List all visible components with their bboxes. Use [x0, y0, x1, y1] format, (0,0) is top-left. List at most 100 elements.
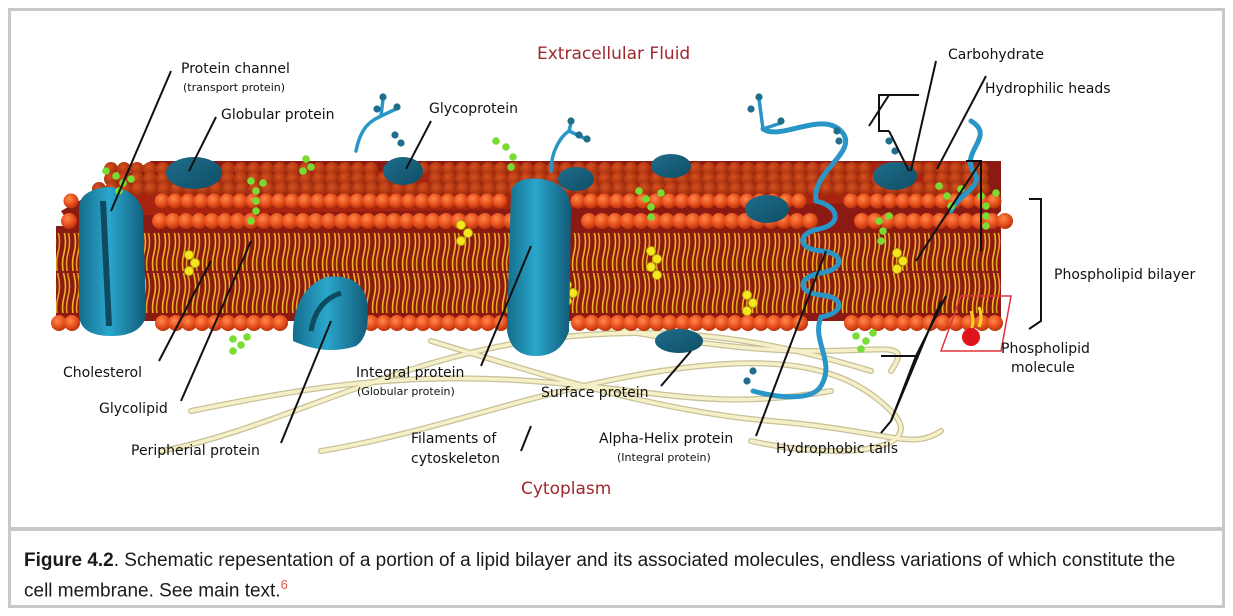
glyco-bead	[982, 222, 990, 230]
phospholipid-head	[144, 182, 158, 196]
glyco-bead	[302, 155, 310, 163]
glyco-bead	[642, 195, 650, 203]
phospholipid-head	[168, 194, 183, 209]
phospholipid-molecule-label-2: molecule	[1011, 360, 1075, 376]
phospholipid-head	[428, 194, 443, 209]
phospholipid-head	[610, 194, 625, 209]
integral-protein-label: Integral protein	[356, 365, 464, 381]
phospholipid-head	[131, 182, 145, 196]
phospholipid-head	[987, 315, 1003, 331]
cholesterol-label: Cholesterol	[63, 365, 142, 381]
glyco-bead	[657, 189, 665, 197]
glyco-bead	[252, 207, 260, 215]
phospholipid-head	[597, 194, 612, 209]
glycoprotein-body	[383, 157, 423, 185]
glyco-bead	[647, 203, 655, 211]
carbohydrate-bead	[567, 117, 574, 124]
phospholipid-head	[571, 194, 586, 209]
phospholipid-head	[802, 213, 818, 229]
phospholipid-head	[467, 194, 482, 209]
phospholipid-head	[922, 194, 937, 209]
phospholipid-head	[220, 194, 235, 209]
carbohydrate-bead	[391, 131, 398, 138]
glyco-bead	[635, 187, 643, 195]
glyco-bead	[875, 217, 883, 225]
carbohydrate-chains	[356, 99, 781, 171]
integral-protein	[507, 179, 571, 357]
phospholipid-head	[363, 194, 378, 209]
carbohydrate-bead	[777, 117, 784, 124]
phospholipid-head	[194, 194, 209, 209]
carbohydrate-bead	[743, 377, 750, 384]
phospholipid-head	[155, 194, 170, 209]
glyco-bead	[102, 167, 110, 175]
phospholipid-head	[623, 194, 638, 209]
glyco-bead	[885, 212, 893, 220]
phospholipid-head	[389, 194, 404, 209]
glyco-bead	[992, 189, 1000, 197]
surface-protein-bottom	[655, 329, 703, 353]
peripherial-protein-label: Peripherial protein	[131, 443, 260, 459]
glyco-bead	[307, 163, 315, 171]
glyco-bead	[229, 347, 237, 355]
hydrophilic-heads-label: Hydrophilic heads	[985, 81, 1111, 97]
carbohydrate-bead	[755, 93, 762, 100]
glyco-bead	[252, 197, 260, 205]
phospholipid-head	[61, 213, 77, 229]
glyco-bead	[982, 212, 990, 220]
phospholipid-head	[259, 194, 274, 209]
glyco-bead	[879, 227, 887, 235]
carbohydrate-bead	[747, 105, 754, 112]
glyco-bead	[299, 167, 307, 175]
carbohydrate-bead	[373, 105, 380, 112]
filaments-label-1: Filaments of	[411, 431, 497, 447]
phospholipid-head	[337, 194, 352, 209]
glyco-bead	[507, 163, 515, 171]
phospholipid-head	[727, 194, 742, 209]
phospholipid-head	[883, 194, 898, 209]
glyco-bead	[247, 177, 255, 185]
glyco-bead	[237, 341, 245, 349]
phospholipid-head	[675, 194, 690, 209]
glycoprotein-label: Glycoprotein	[429, 101, 518, 117]
phospholipid-head	[792, 194, 807, 209]
phospholipid-head	[714, 194, 729, 209]
glyco-bead	[862, 337, 870, 345]
integral-protein-sublabel: (Globular protein)	[357, 385, 455, 398]
phospholipid-head	[64, 315, 80, 331]
phospholipid-head	[376, 194, 391, 209]
phospholipid-head	[857, 194, 872, 209]
glyco-bead	[982, 202, 990, 210]
figure-caption: Figure 4.2. Schematic repesentation of a…	[24, 549, 1204, 603]
phospholipid-head	[64, 194, 79, 209]
glyco-bead	[229, 335, 237, 343]
glyco-bead	[247, 217, 255, 225]
glyco-bead	[877, 237, 885, 245]
phospholipid-head	[415, 194, 430, 209]
glyco-bead	[869, 329, 877, 337]
cytoplasm-label: Cytoplasm	[521, 479, 611, 499]
glyco-bead	[857, 345, 865, 353]
caption-text: . Schematic repesentation of a portion o…	[24, 550, 1175, 601]
glyco-bead	[935, 182, 943, 190]
carbohydrate-bead	[835, 137, 842, 144]
phospholipid-head	[285, 194, 300, 209]
phospholipid-head	[311, 194, 326, 209]
alpha-helix-label: Alpha-Helix protein	[599, 431, 733, 447]
caption-figure-number: Figure 4.2	[24, 550, 114, 571]
glyco-bead	[252, 187, 260, 195]
phospholipid-head	[207, 194, 222, 209]
figure-frame: Extracellular Fluid Cytoplasm Protein ch…	[8, 8, 1225, 608]
phospholipid-head	[441, 194, 456, 209]
phospholipid-head	[272, 194, 287, 209]
caption-reference: 6	[281, 577, 288, 592]
glyco-bead	[852, 332, 860, 340]
glyco-bead	[492, 137, 500, 145]
phospholipid-head	[480, 194, 495, 209]
alpha-helix-sublabel: (Integral protein)	[617, 451, 711, 464]
carbohydrate-label: Carbohydrate	[948, 47, 1044, 63]
filaments-label-2: cytoskeleton	[411, 451, 500, 467]
surface-protein-label: Surface protein	[541, 385, 649, 401]
cell-membrane-diagram: Extracellular Fluid Cytoplasm Protein ch…	[11, 11, 1222, 527]
glyco-bead	[647, 213, 655, 221]
